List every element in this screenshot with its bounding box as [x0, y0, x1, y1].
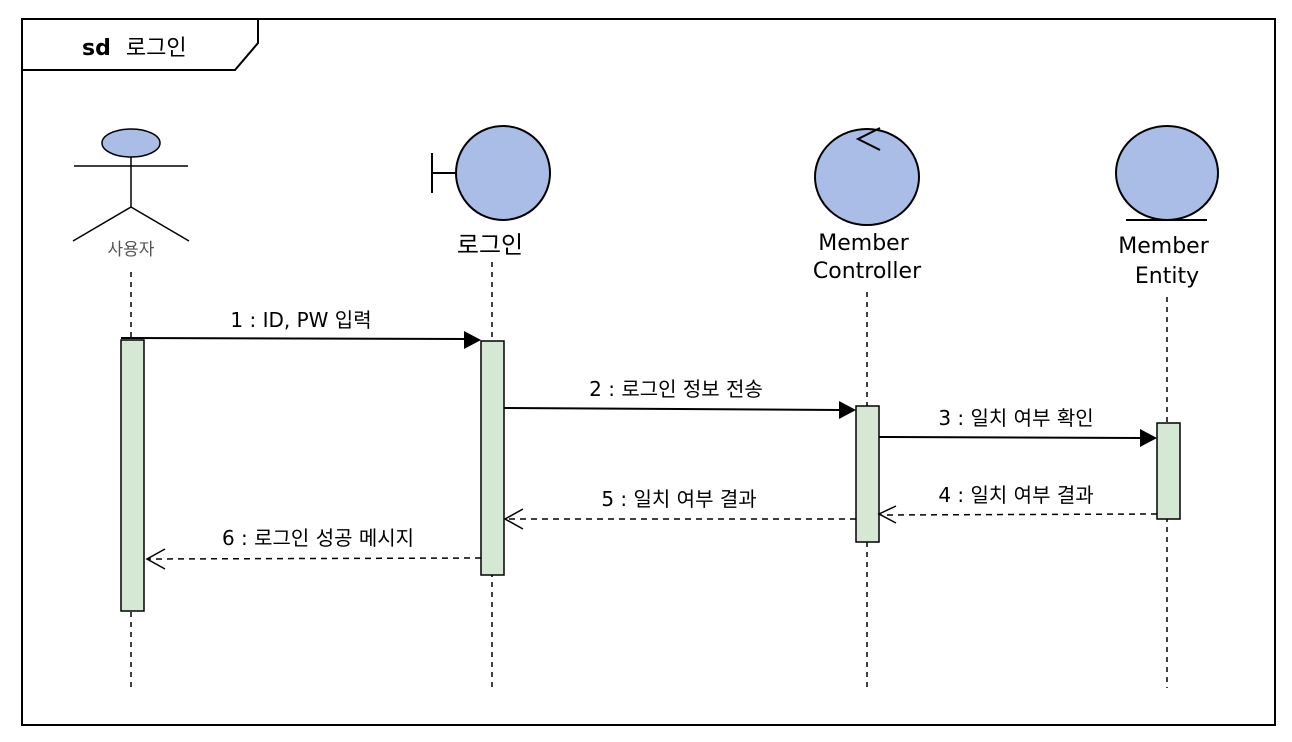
message-4-line [880, 513, 1158, 516]
message-6-line [146, 557, 482, 560]
participant-entity-label: Member Entity [1118, 234, 1216, 289]
message-1-arrowhead [464, 331, 481, 349]
entity-label-line-2: Entity [1135, 264, 1199, 289]
message-3-label: 3 : 일치 여부 확인 [938, 406, 1093, 430]
frame-title: sd 로그인 [82, 36, 187, 61]
frame-name: 로그인 [126, 36, 187, 61]
message-6-arrowhead [145, 548, 166, 570]
message-2-line [503, 407, 841, 411]
participant-controller-label: Member Controller [813, 231, 922, 284]
controller-label-line-1: Member [818, 231, 909, 256]
activation-controller [855, 405, 880, 543]
participant-user-label: 사용자 [108, 240, 155, 260]
frame-keyword: sd [82, 36, 111, 61]
activation-login [480, 340, 505, 576]
controller-label-line-2: Controller [813, 259, 922, 284]
message-2-label: 2 : 로그인 정보 전송 [589, 377, 763, 401]
message-5-arrowhead [503, 508, 524, 530]
activation-entity [1156, 422, 1181, 520]
control-icon [814, 127, 920, 226]
boundary-icon [431, 125, 551, 221]
message-1-label: 1 : ID, PW 입력 [230, 308, 371, 332]
actor-icon [72, 128, 190, 242]
message-6-label: 6 : 로그인 성공 메시지 [222, 526, 414, 550]
message-4-arrowhead [877, 505, 897, 524]
message-2-arrowhead [839, 401, 856, 419]
message-1-line [120, 337, 467, 340]
message-5-label: 5 : 일치 여부 결과 [601, 487, 756, 511]
diagram-frame [21, 18, 1276, 726]
message-3-arrowhead [1140, 429, 1157, 447]
participant-login-label: 로그인 [457, 231, 523, 259]
frame-title-tab [22, 19, 259, 71]
entity-label-line-1: Member [1118, 234, 1209, 259]
entity-icon [1115, 125, 1219, 221]
message-3-line [878, 436, 1141, 439]
activation-user [120, 339, 145, 612]
message-4-label: 4 : 일치 여부 결과 [938, 483, 1093, 507]
